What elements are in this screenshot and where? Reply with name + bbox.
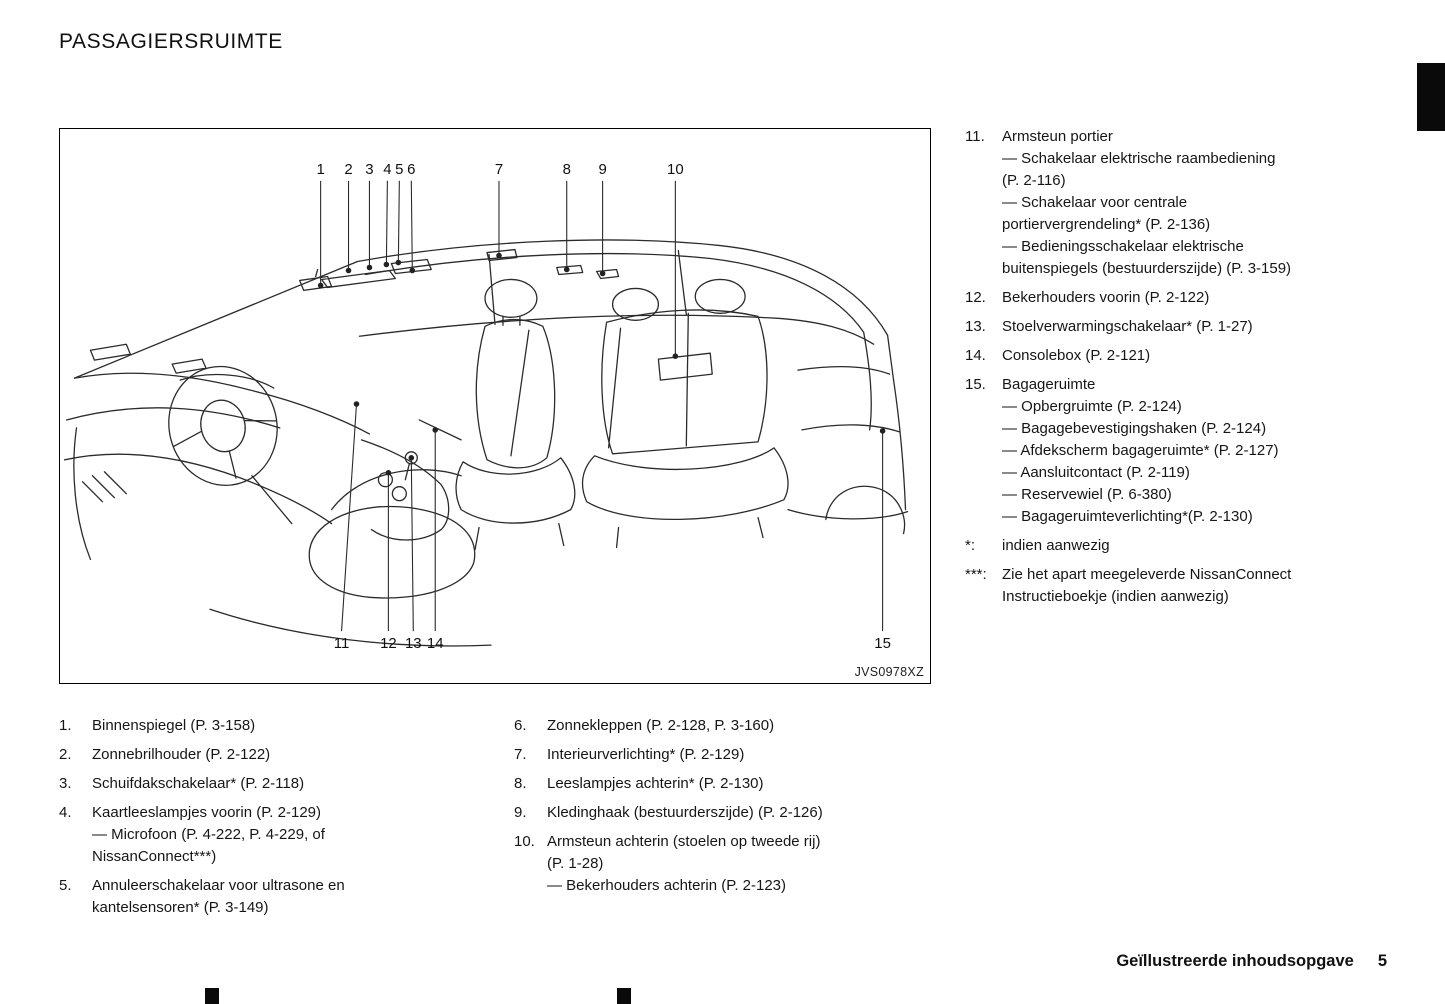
list-item: 8. Leeslampjes achterin* (P. 2-130) [514,773,944,795]
item-text: Kledinghaak (bestuurderszijde) (P. 2-126… [547,804,823,821]
illustration-code: JVS0978XZ [854,665,924,679]
car-interior-illustration: 1 2 3 4 5 6 7 8 9 10 11 12 13 14 15 [63,161,909,652]
overhead-fittings [299,248,620,292]
car-interior-diagram: 1 2 3 4 5 6 7 8 9 10 11 12 13 14 15 JVS0… [59,128,931,684]
list-item: 13. Stoelverwarmingschakelaar* (P. 1-27) [965,316,1379,338]
callout-2: 2 [344,161,352,178]
callout-10: 10 [667,161,684,178]
list-item: 4. Kaartleeslampjes voorin (P. 2-129) — M… [59,802,489,868]
center-console [360,419,462,541]
callout-13: 13 [405,635,422,652]
item-number: 2. [59,746,72,763]
item-number: 5. [59,877,72,894]
page-title: PASSAGIERSRUIMTE [59,30,283,53]
callout-11: 11 [334,635,350,652]
list-item: 10. Armsteun achterin (stoelen op tweede … [514,831,944,897]
list-item: 9. Kledinghaak (bestuurderszijde) (P. 2-1… [514,802,944,824]
item-number: 7. [514,746,527,763]
callout-leader-lines [320,180,884,632]
callout-1: 1 [316,161,324,178]
callout-3: 3 [365,161,373,178]
list-item: 12. Bekerhouders voorin (P. 2-122) [965,287,1379,309]
item-number: ***: [965,566,987,583]
parts-list-right: 11. Armsteun portier — Schakelaar elektri… [965,126,1379,615]
list-item: 15. Bagageruimte — Opbergruimte (P. 2-124… [965,374,1379,528]
item-number: 1. [59,717,72,734]
item-text: indien aanwezig [1002,537,1110,554]
callout-15: 15 [874,635,891,652]
callout-5: 5 [395,161,403,178]
item-text: Armsteun portier — Schakelaar elektrisch… [1002,128,1292,277]
item-number: 11. [965,128,985,145]
item-number: 3. [59,775,72,792]
callout-4: 4 [383,161,391,178]
item-number: *: [965,537,976,554]
callout-14: 14 [427,635,444,652]
callout-6: 6 [407,161,415,178]
list-item: 1. Binnenspiegel (P. 3-158) [59,715,489,737]
print-registration-mark [205,988,219,1004]
item-number: 12. [965,289,986,306]
list-item: 7. Interieurverlichting* (P. 2-129) [514,744,944,766]
item-text: Leeslampjes achterin* (P. 2-130) [547,775,764,792]
list-item: 6. Zonnekleppen (P. 2-128, P. 3-160) [514,715,944,737]
item-text: Bagageruimte — Opbergruimte (P. 2-124) —… [1002,376,1279,525]
item-text: Stoelverwarmingschakelaar* (P. 1-27) [1002,318,1253,335]
list-item: 14. Consolebox (P. 2-121) [965,345,1379,367]
body-outline [73,239,895,647]
steering-wheel [168,365,293,525]
callout-9: 9 [598,161,606,178]
item-text: Kaartleeslampjes voorin (P. 2-129) — Mic… [92,804,325,865]
callout-7: 7 [495,161,503,178]
front-seats [308,278,576,599]
item-number: 14. [965,347,986,364]
rear-seats [581,278,789,549]
list-item: 3. Schuifdakschakelaar* (P. 2-118) [59,773,489,795]
item-text: Consolebox (P. 2-121) [1002,347,1151,364]
item-text: Schuifdakschakelaar* (P. 2-118) [92,775,305,792]
item-text: Interieurverlichting* (P. 2-129) [547,746,745,763]
item-text: Zie het apart meegeleverde NissanConnect… [1002,566,1292,605]
parts-list-left: 1. Binnenspiegel (P. 3-158) 2. Zonnebrilho… [59,715,489,926]
item-text: Armsteun achterin (stoelen op tweede rij… [547,833,821,894]
item-text: Zonnebrilhouder (P. 2-122) [92,746,271,763]
callout-endpoint-dots [317,252,886,476]
item-number: 8. [514,775,527,792]
item-text: Annuleerschakelaar voor ultrasone en kan… [92,877,345,916]
item-number: 10. [514,833,535,850]
car-body-lines [63,239,909,647]
footnote-triple-asterisk: ***: Zie het apart meegeleverde NissanCon… [965,564,1379,608]
item-text: Zonnekleppen (P. 2-128, P. 3-160) [547,717,775,734]
cargo-area-lines [787,366,909,535]
callout-numbers: 1 2 3 4 5 6 7 8 9 10 11 12 13 14 15 [316,161,890,652]
print-registration-mark [617,988,631,1004]
footer-page-number: 5 [1377,952,1387,970]
list-item: 5. Annuleerschakelaar voor ultrasone en k… [59,875,489,919]
item-text: Bekerhouders voorin (P. 2-122) [1002,289,1210,306]
dashboard-lines [63,343,371,525]
item-number: 4. [59,804,72,821]
footer-section-title: Geïllustreerde inhoudsopgave [1116,952,1354,970]
item-number: 13. [965,318,986,335]
item-text: Binnenspiegel (P. 3-158) [92,717,256,734]
footnote-asterisk: *: indien aanwezig [965,535,1379,557]
parts-list-middle: 6. Zonnekleppen (P. 2-128, P. 3-160) 7. In… [514,715,944,904]
page-footer: Geïllustreerde inhoudsopgave 5 [1116,952,1387,971]
list-item: 2. Zonnebrilhouder (P. 2-122) [59,744,489,766]
section-tab-marker [1417,63,1445,131]
item-number: 15. [965,376,986,393]
item-number: 6. [514,717,527,734]
list-item: 11. Armsteun portier — Schakelaar elektri… [965,126,1379,280]
callout-12: 12 [380,635,397,652]
callout-8: 8 [563,161,571,178]
item-number: 9. [514,804,527,821]
